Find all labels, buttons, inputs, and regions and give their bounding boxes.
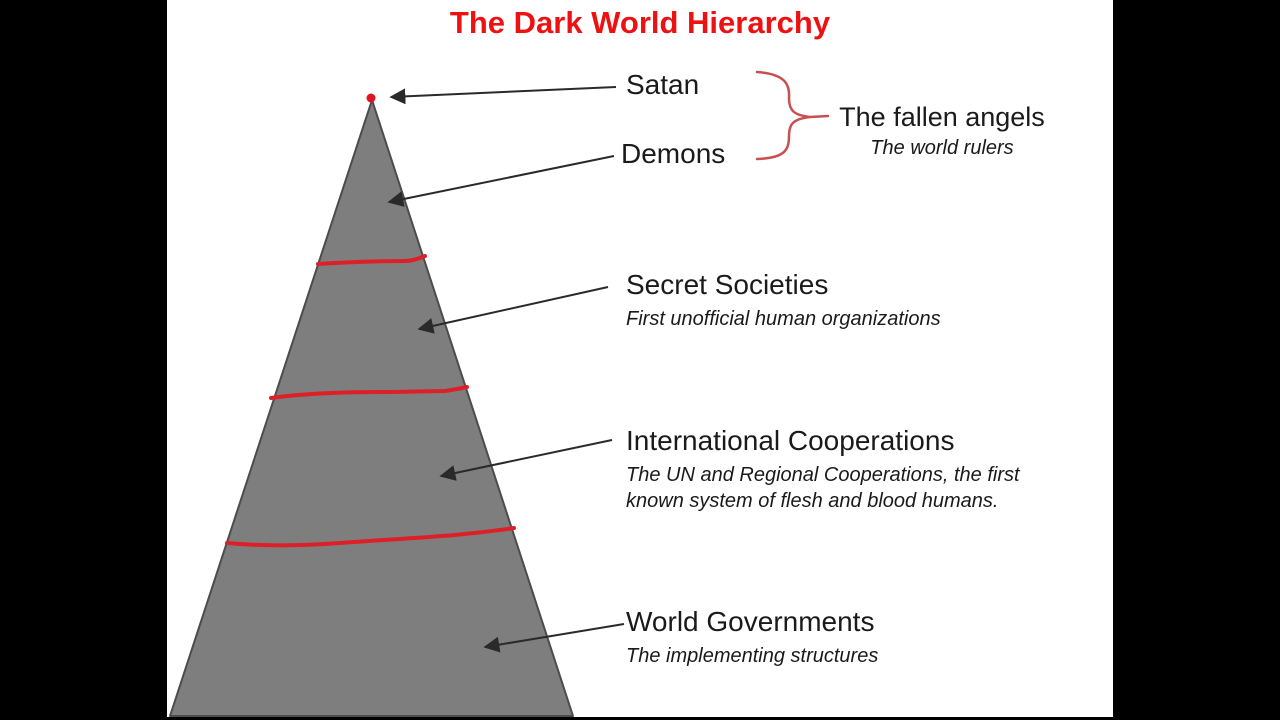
- level-name: Secret Societies: [626, 269, 829, 300]
- level-description: The UN and Regional Cooperations, the fi…: [626, 463, 1020, 512]
- level-name: World Governments: [626, 606, 875, 637]
- divider-line-middle: [269, 385, 469, 400]
- level-description: First unofficial human organizations: [626, 307, 941, 330]
- group-sublabel: The world rulers: [870, 136, 1014, 159]
- level-name: Demons: [621, 138, 726, 169]
- level-name: International Cooperations: [626, 425, 955, 456]
- level-description: The implementing structures: [626, 644, 879, 667]
- label-demons: Demons: [621, 138, 726, 170]
- arrow-demons: [387, 155, 615, 207]
- group-brace: [755, 70, 830, 161]
- diagram-canvas: The Dark World Hierarchy: [167, 0, 1113, 717]
- arrow-satan: [389, 86, 617, 105]
- pyramid-graphic: [169, 70, 830, 717]
- label-fallen-angels: The fallen angels The world rulers: [830, 102, 1054, 161]
- apex-dot: [366, 93, 376, 103]
- arrow-international-cooperations: [439, 439, 613, 481]
- divider-line-bottom: [225, 526, 516, 548]
- divider-line-top: [316, 254, 427, 266]
- arrow-world-governments: [483, 623, 625, 653]
- label-world-governments: World Governments The implementing struc…: [626, 606, 879, 669]
- label-secret-societies: Secret Societies First unofficial human …: [626, 269, 941, 332]
- label-international-cooperations: International Cooperations The UN and Re…: [626, 425, 1078, 514]
- label-satan: Satan: [626, 69, 700, 101]
- level-name: Satan: [626, 69, 700, 100]
- arrow-secret-societies: [417, 286, 609, 334]
- group-label: The fallen angels: [839, 102, 1045, 132]
- pyramid-shape: [169, 99, 574, 717]
- diagram-title: The Dark World Hierarchy: [449, 5, 831, 40]
